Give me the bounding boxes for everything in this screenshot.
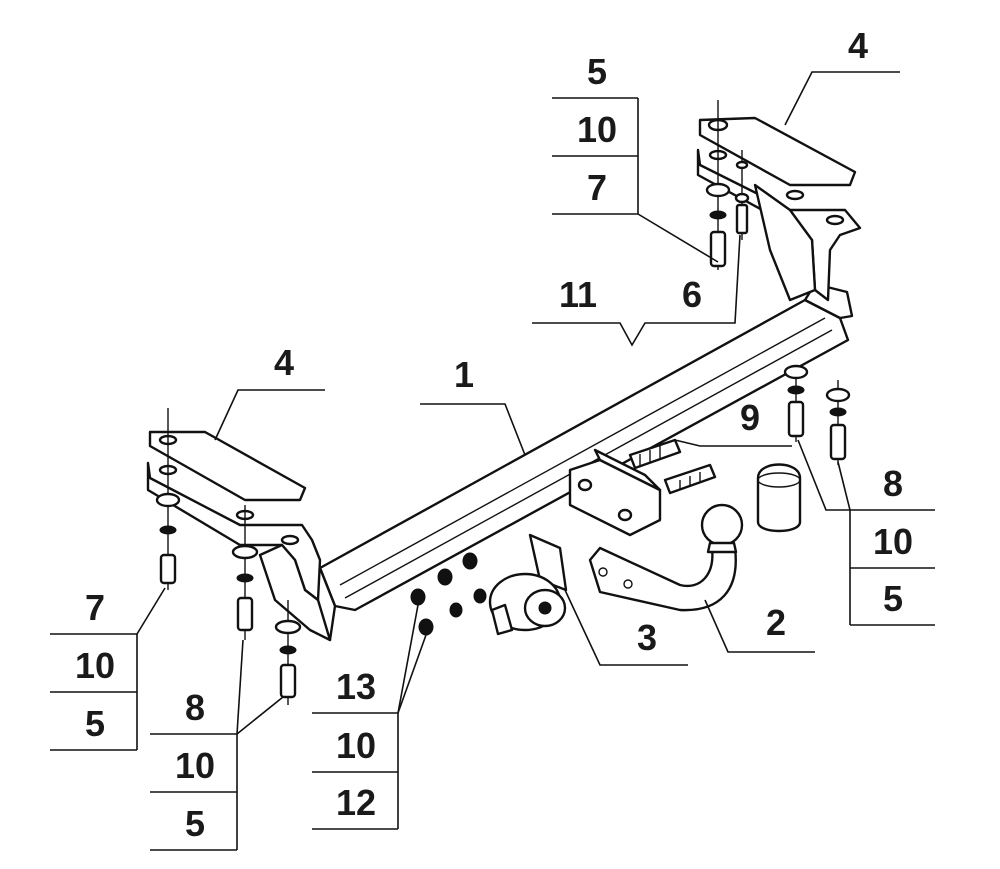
stack-left-b-3: 5 [185, 803, 205, 844]
tow-ball [588, 503, 744, 612]
right-bolt-stack-top [705, 100, 750, 270]
callout-labels: 1 2 3 4 4 6 9 11 5 10 7 8 10 5 7 10 5 8 … [75, 25, 913, 844]
right-bracket [696, 116, 862, 302]
stack-top-2: 10 [577, 109, 617, 150]
left-bolt-stack-c [274, 600, 302, 705]
stack-right-3: 5 [883, 578, 903, 619]
bolts-9 [628, 438, 717, 495]
stack-bottom-3: 12 [336, 782, 376, 823]
electrical-socket [488, 533, 568, 636]
stack-left-b-2: 10 [175, 745, 215, 786]
stack-top-3: 7 [587, 167, 607, 208]
stack-right-2: 10 [873, 521, 913, 562]
callout-4-right: 4 [848, 25, 868, 66]
callout-4-left: 4 [274, 342, 294, 383]
stack-bottom-2: 10 [336, 725, 376, 766]
ball-cap [756, 463, 802, 533]
right-bolt-stack-c [825, 380, 851, 465]
callout-1: 1 [454, 354, 474, 395]
right-bolt-stack-b [783, 364, 809, 442]
callout-9: 9 [740, 397, 760, 438]
stack-right-1: 8 [883, 463, 903, 504]
callout-2: 2 [766, 602, 786, 643]
leader-lines [50, 71, 935, 851]
left-bolt-stack-a [155, 408, 181, 590]
crossbar [310, 282, 854, 642]
mount-plate [568, 448, 662, 537]
callout-6: 6 [682, 274, 702, 315]
stack-left-b-1: 8 [185, 687, 205, 728]
callout-11: 11 [559, 274, 597, 315]
stack-top-1: 5 [587, 51, 607, 92]
stack-bottom-1: 13 [336, 666, 376, 707]
socket-fasteners [410, 552, 487, 636]
stack-left-a-3: 5 [85, 703, 105, 744]
stack-left-a-1: 7 [85, 587, 105, 628]
left-bolt-stack-b [231, 505, 259, 640]
callout-3: 3 [637, 617, 657, 658]
stack-left-a-2: 10 [75, 645, 115, 686]
